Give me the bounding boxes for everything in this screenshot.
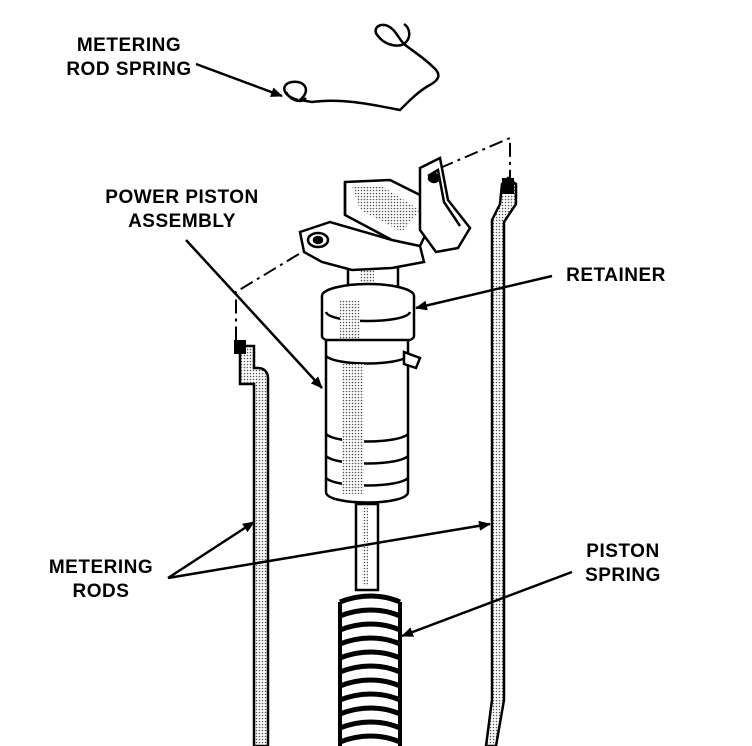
leader-metering-rod-spring bbox=[195, 62, 283, 98]
label-metering-rod-spring-line2: ROD SPRING bbox=[66, 59, 192, 80]
label-retainer-line1: RETAINER bbox=[566, 265, 666, 286]
leader-retainer bbox=[415, 274, 553, 311]
label-retainer: RETAINER bbox=[556, 264, 676, 288]
label-power-piston-line1: POWER PISTON bbox=[105, 187, 259, 208]
leader-piston-spring bbox=[401, 570, 573, 638]
alignment-lines bbox=[235, 136, 511, 340]
label-piston-spring-line1: PISTON bbox=[586, 541, 660, 562]
leader-lines bbox=[167, 62, 573, 638]
metering-rod-left bbox=[234, 340, 270, 746]
label-power-piston-line2: ASSEMBLY bbox=[128, 211, 236, 232]
label-metering-rods-line1: METERING bbox=[48, 557, 154, 578]
metering-rod-spring bbox=[283, 22, 440, 112]
label-metering-rod-spring-line1: METERING bbox=[76, 35, 182, 56]
leader-metering-rods-right bbox=[167, 520, 491, 580]
label-metering-rods-line2: RODS bbox=[72, 581, 130, 602]
label-metering-rods: METERING RODS bbox=[36, 556, 166, 604]
leader-metering-rods-left bbox=[167, 520, 255, 580]
label-metering-rod-spring: METERING ROD SPRING bbox=[54, 34, 204, 82]
leader-power-piston bbox=[185, 239, 323, 389]
metering-rod-right bbox=[484, 176, 518, 746]
power-piston-assembly bbox=[298, 156, 472, 592]
label-power-piston-assembly: POWER PISTON ASSEMBLY bbox=[92, 186, 272, 234]
label-piston-spring-line2: SPRING bbox=[585, 565, 661, 586]
label-piston-spring: PISTON SPRING bbox=[568, 540, 678, 588]
piston-spring bbox=[338, 593, 402, 746]
